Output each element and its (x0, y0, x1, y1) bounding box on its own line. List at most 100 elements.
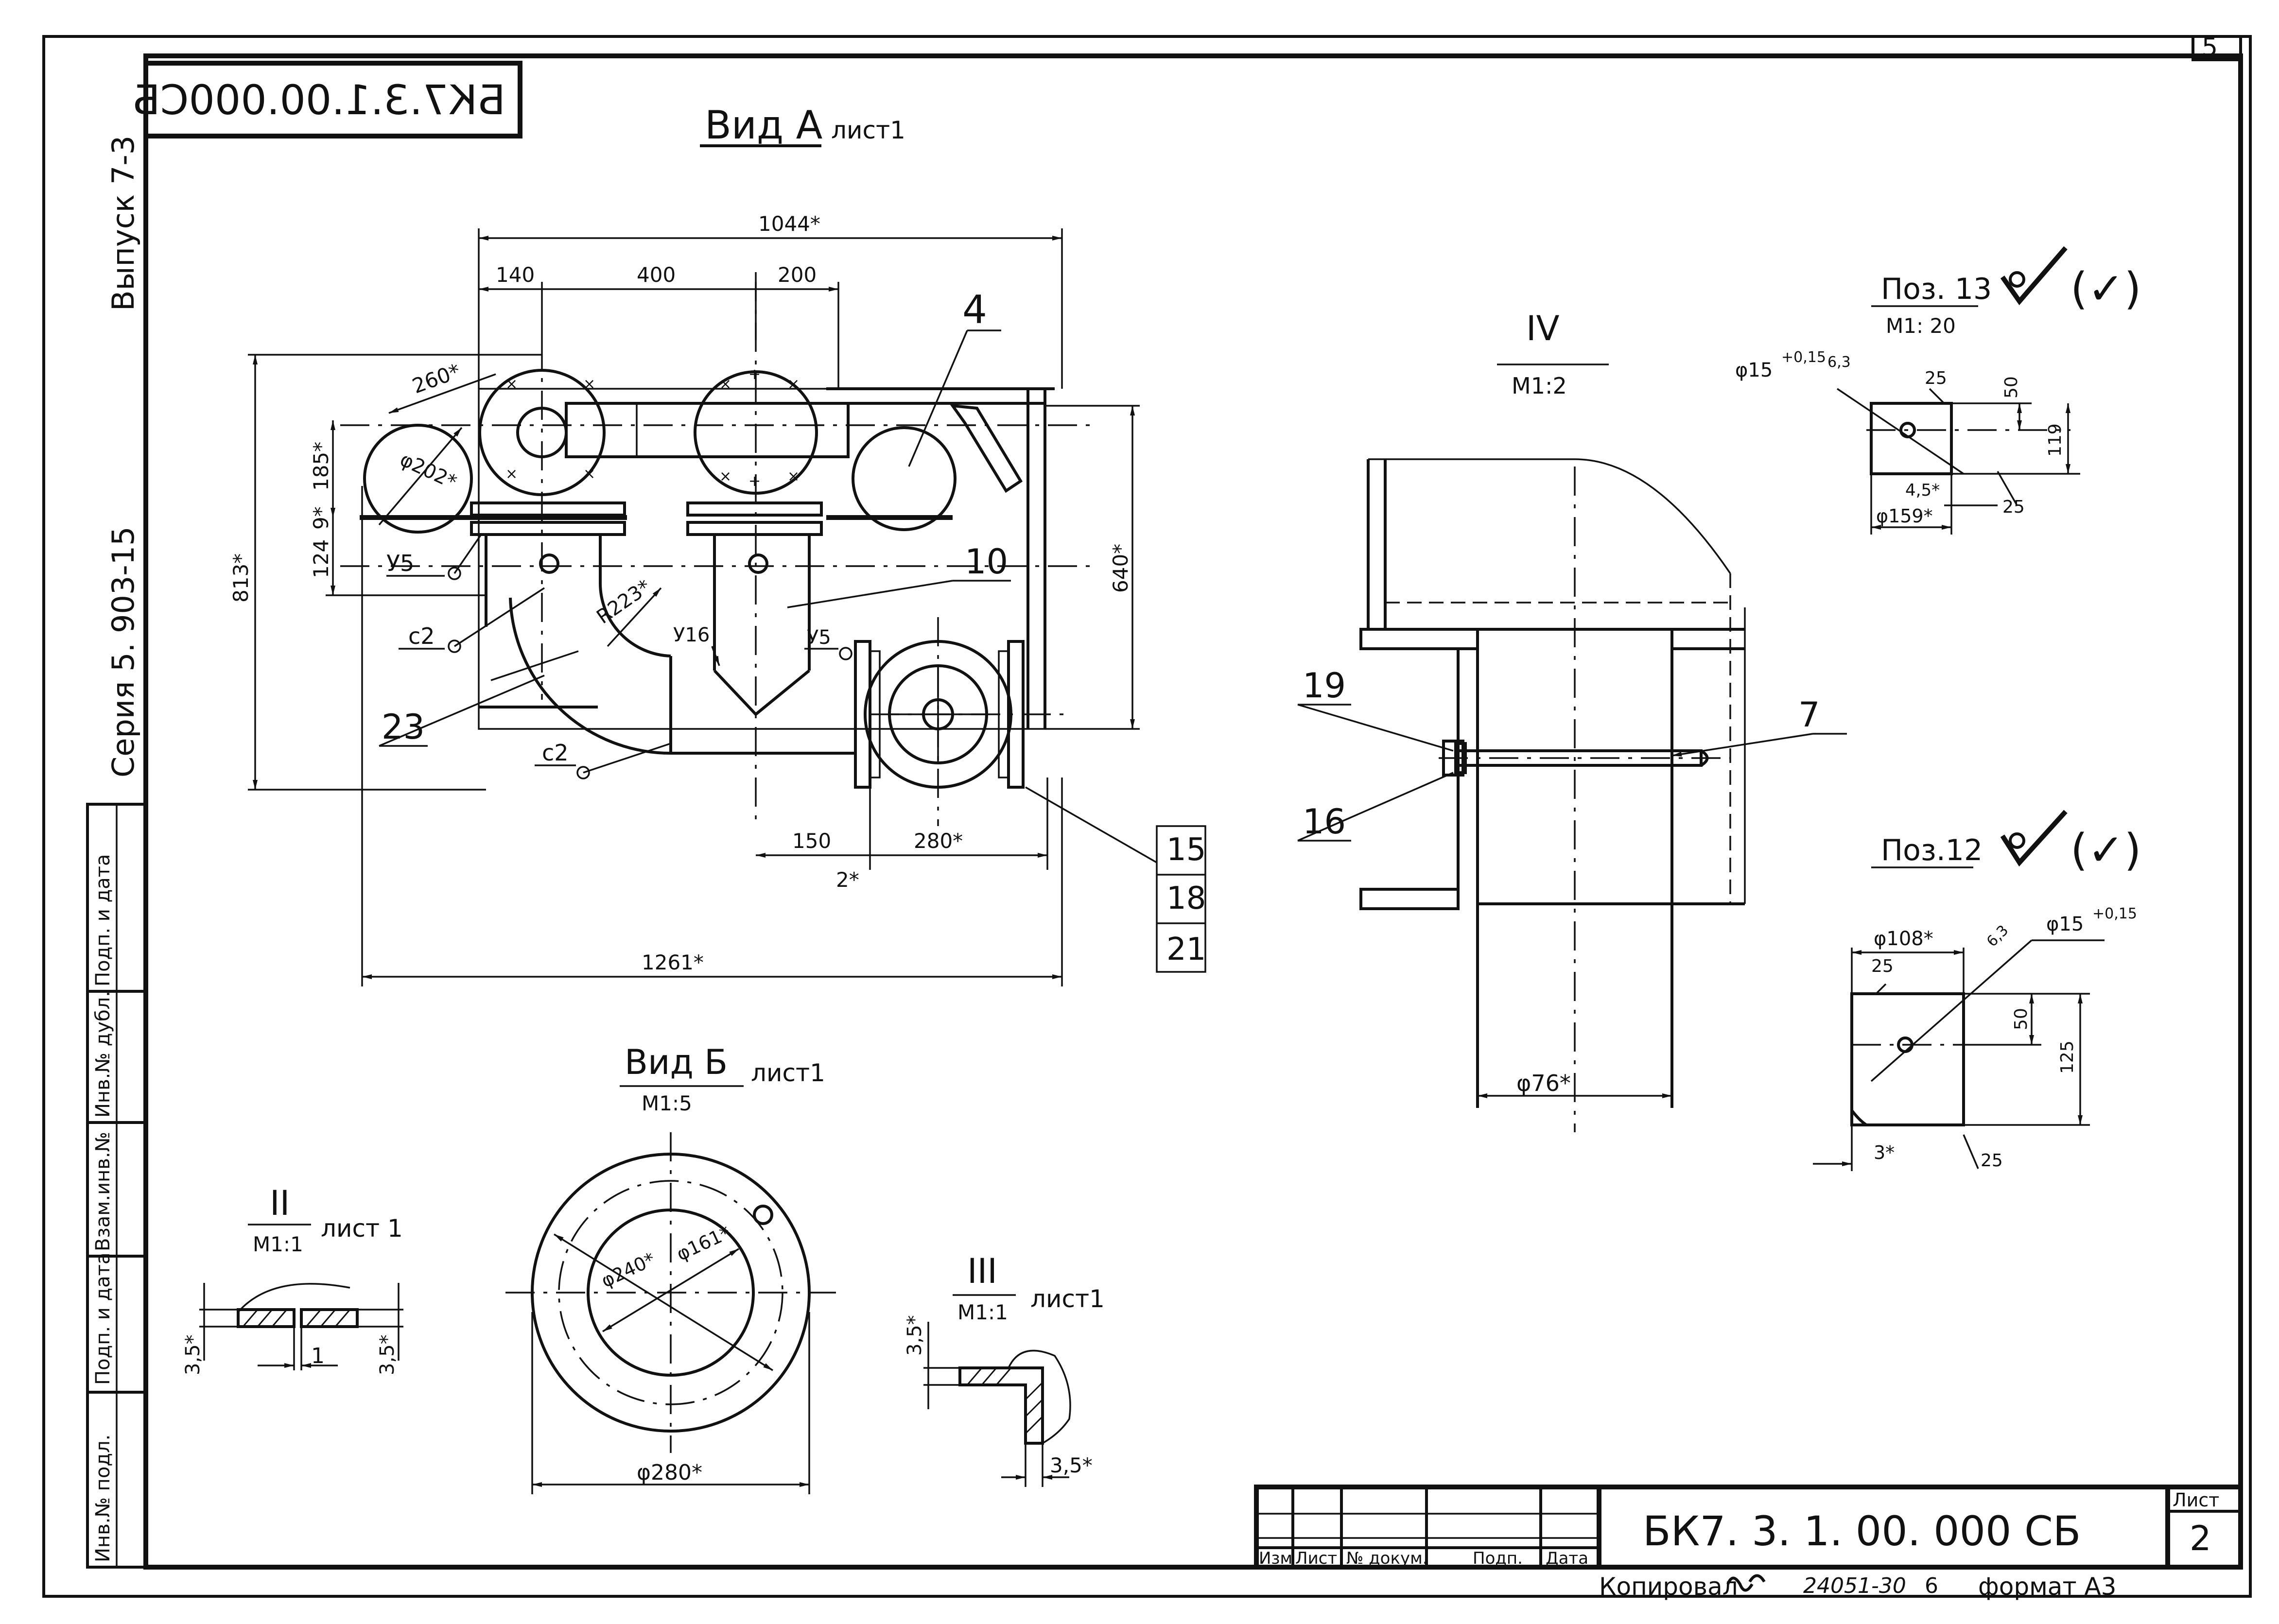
svg-text:×: × (583, 466, 595, 483)
dim-124: 124 (309, 539, 333, 578)
section-ii-scale: М1:1 (253, 1232, 303, 1256)
pos13-roughness-icon (2000, 246, 2068, 306)
tb-header-sign: Подп. (1473, 1549, 1523, 1568)
dim-260: 260* (409, 359, 464, 398)
view-b: Вид Б М1:5 лист1 φ240* φ161* φ280* (505, 1042, 836, 1494)
label-7: 7 (1798, 695, 1820, 735)
copied-label: Копировал (1599, 1572, 1738, 1601)
label-15: 15 (1166, 832, 1206, 868)
section-iv-title: IV (1526, 309, 1560, 348)
document-code-mirrored: БК7.3.1.00.000СБ (132, 76, 505, 124)
pos12-dim-25-bottom: 25 (1981, 1151, 2003, 1171)
stamp-sign-date-1: Подп. и дата (92, 1253, 114, 1385)
pos13-dim-119: 119 (2045, 423, 2065, 457)
issue-label: Выпуск 7-3 (105, 136, 141, 311)
pos12-roughness-icon (2000, 810, 2068, 867)
dim-400: 400 (637, 263, 676, 287)
format-label: формат А3 (1978, 1572, 2116, 1601)
section-ii-dim-gap: 1 (311, 1344, 325, 1368)
order-suffix: 6 (1925, 1573, 1938, 1598)
view-b-title: Вид Б (625, 1042, 728, 1082)
label-16: 16 (1303, 802, 1346, 842)
view-a: Вид А лист1 × × × × × × × × + + (229, 103, 1206, 986)
dim-phi240: φ240* (598, 1248, 658, 1292)
dim-phi76: φ76* (1516, 1070, 1571, 1096)
sheet-label: Лист (2173, 1489, 2219, 1511)
dim-150: 150 (792, 829, 831, 853)
section-iii-dim-left: 3,5* (904, 1315, 926, 1356)
order-number: 24051-30 (1803, 1573, 1906, 1598)
series-label: Серия 5. 903-15 (105, 526, 141, 777)
pos12-dim-phi108: φ108* (1874, 928, 1933, 950)
dim-185: 185* (309, 442, 333, 491)
side-stamp: Инв.№ подл. Подп. и дата Взам.инв.№ Инв.… (86, 803, 147, 1569)
section-ii-dim-right: 3,5* (376, 1334, 399, 1375)
pos13-dim-25-bottom: 25 (2002, 497, 2025, 517)
label-19: 19 (1303, 666, 1346, 706)
svg-text:×: × (787, 468, 800, 485)
label-23: 23 (382, 707, 425, 747)
svg-text:+: + (748, 473, 761, 490)
section-ii-title: II (270, 1183, 290, 1223)
section-iii-scale: М1:1 (957, 1300, 1008, 1324)
pos13-dim-phi159: φ159* (1876, 505, 1933, 527)
pos13-dim-tol: +0,15 (1781, 349, 1826, 366)
svg-text:×: × (505, 376, 518, 393)
pos12-dim-125: 125 (2057, 1040, 2077, 1074)
copier-signature (1726, 1574, 1766, 1592)
pos13-scale: М1: 20 (1886, 314, 1956, 338)
view-a-title: Вид А (705, 103, 823, 148)
pos12-dim-3: 3* (1874, 1142, 1895, 1163)
section-ii-note: лист 1 (321, 1214, 403, 1243)
section-ii: II М1:1 лист 1 3,5* 1 3,5* (182, 1183, 403, 1375)
dim-1044: 1044* (758, 212, 820, 236)
view-a-note: лист1 (831, 116, 905, 144)
section-iv: IV М1:2 φ76* 19 16 7 (1297, 309, 1847, 1132)
pos13-dim-phi15: φ15 (1735, 359, 1773, 381)
pos12-dim-tol: +0,15 (2092, 905, 2137, 922)
tb-header-list: Лист (1295, 1549, 1337, 1568)
dim-9: 9* (309, 506, 333, 530)
pos12-dim-25-top: 25 (1871, 956, 1894, 976)
label-c2-b: с2 (542, 740, 569, 766)
title-block: Изм Лист № докум. Подп. Дата БК7. 3. 1. … (1254, 1485, 2243, 1570)
dim-1261: 1261* (642, 950, 704, 974)
stamp-inv-orig: Инв.№ подл. (92, 1434, 114, 1562)
drawing-frame (42, 35, 2252, 1598)
label-21: 21 (1166, 932, 1206, 967)
stamp-sign-date-2: Подп. и дата (92, 854, 114, 986)
stamp-replace-inv: Взам.инв.№ (92, 1132, 114, 1251)
tb-header-date: Дата (1546, 1549, 1588, 1568)
tb-header-doc: № докум. (1346, 1549, 1428, 1568)
pos12-dim-phi15: φ15 (2046, 913, 2084, 935)
section-iii-title: III (967, 1251, 997, 1291)
section-ii-dim-left: 3,5* (182, 1334, 204, 1375)
section-iii: III М1:1 лист1 3,5* 3,5* (904, 1251, 1105, 1487)
pos-13: Поз. 13 М1: 20 (✓) φ15 +0,15 6,3 25 50 1… (1735, 246, 2141, 535)
pos13-roughness-symbol: (✓) (2070, 263, 2141, 314)
section-iii-note: лист1 (1030, 1285, 1105, 1313)
svg-text:×: × (719, 376, 731, 393)
dim-2: 2* (836, 868, 859, 892)
svg-text:×: × (505, 466, 518, 483)
svg-text:×: × (583, 376, 595, 393)
dim-phi280: φ280* (637, 1460, 702, 1485)
label-4: 4 (962, 287, 987, 332)
svg-text:×: × (719, 468, 731, 485)
label-u5-left: У5 (386, 550, 414, 576)
section-iv-scale: М1:2 (1512, 373, 1567, 399)
dim-200: 200 (778, 263, 817, 287)
view-b-note: лист1 (751, 1059, 825, 1087)
label-u16: У16 (673, 624, 710, 646)
pos13-title: Поз. 13 (1881, 272, 1992, 306)
section-iii-dim-bottom: 3,5* (1050, 1453, 1093, 1477)
pos13-dim-63: 6,3 (1827, 354, 1851, 371)
sheet-number: 2 (2190, 1519, 2211, 1558)
label-18: 18 (1166, 881, 1206, 916)
dim-280: 280* (914, 829, 963, 853)
mirrored-code-box: БК7.3.1.00.000СБ (132, 61, 522, 138)
pos12-dim-50: 50 (2011, 1008, 2031, 1030)
bolt-marks: × × × × × × × × + + (505, 366, 800, 490)
view-b-scale: М1:5 (642, 1091, 692, 1115)
